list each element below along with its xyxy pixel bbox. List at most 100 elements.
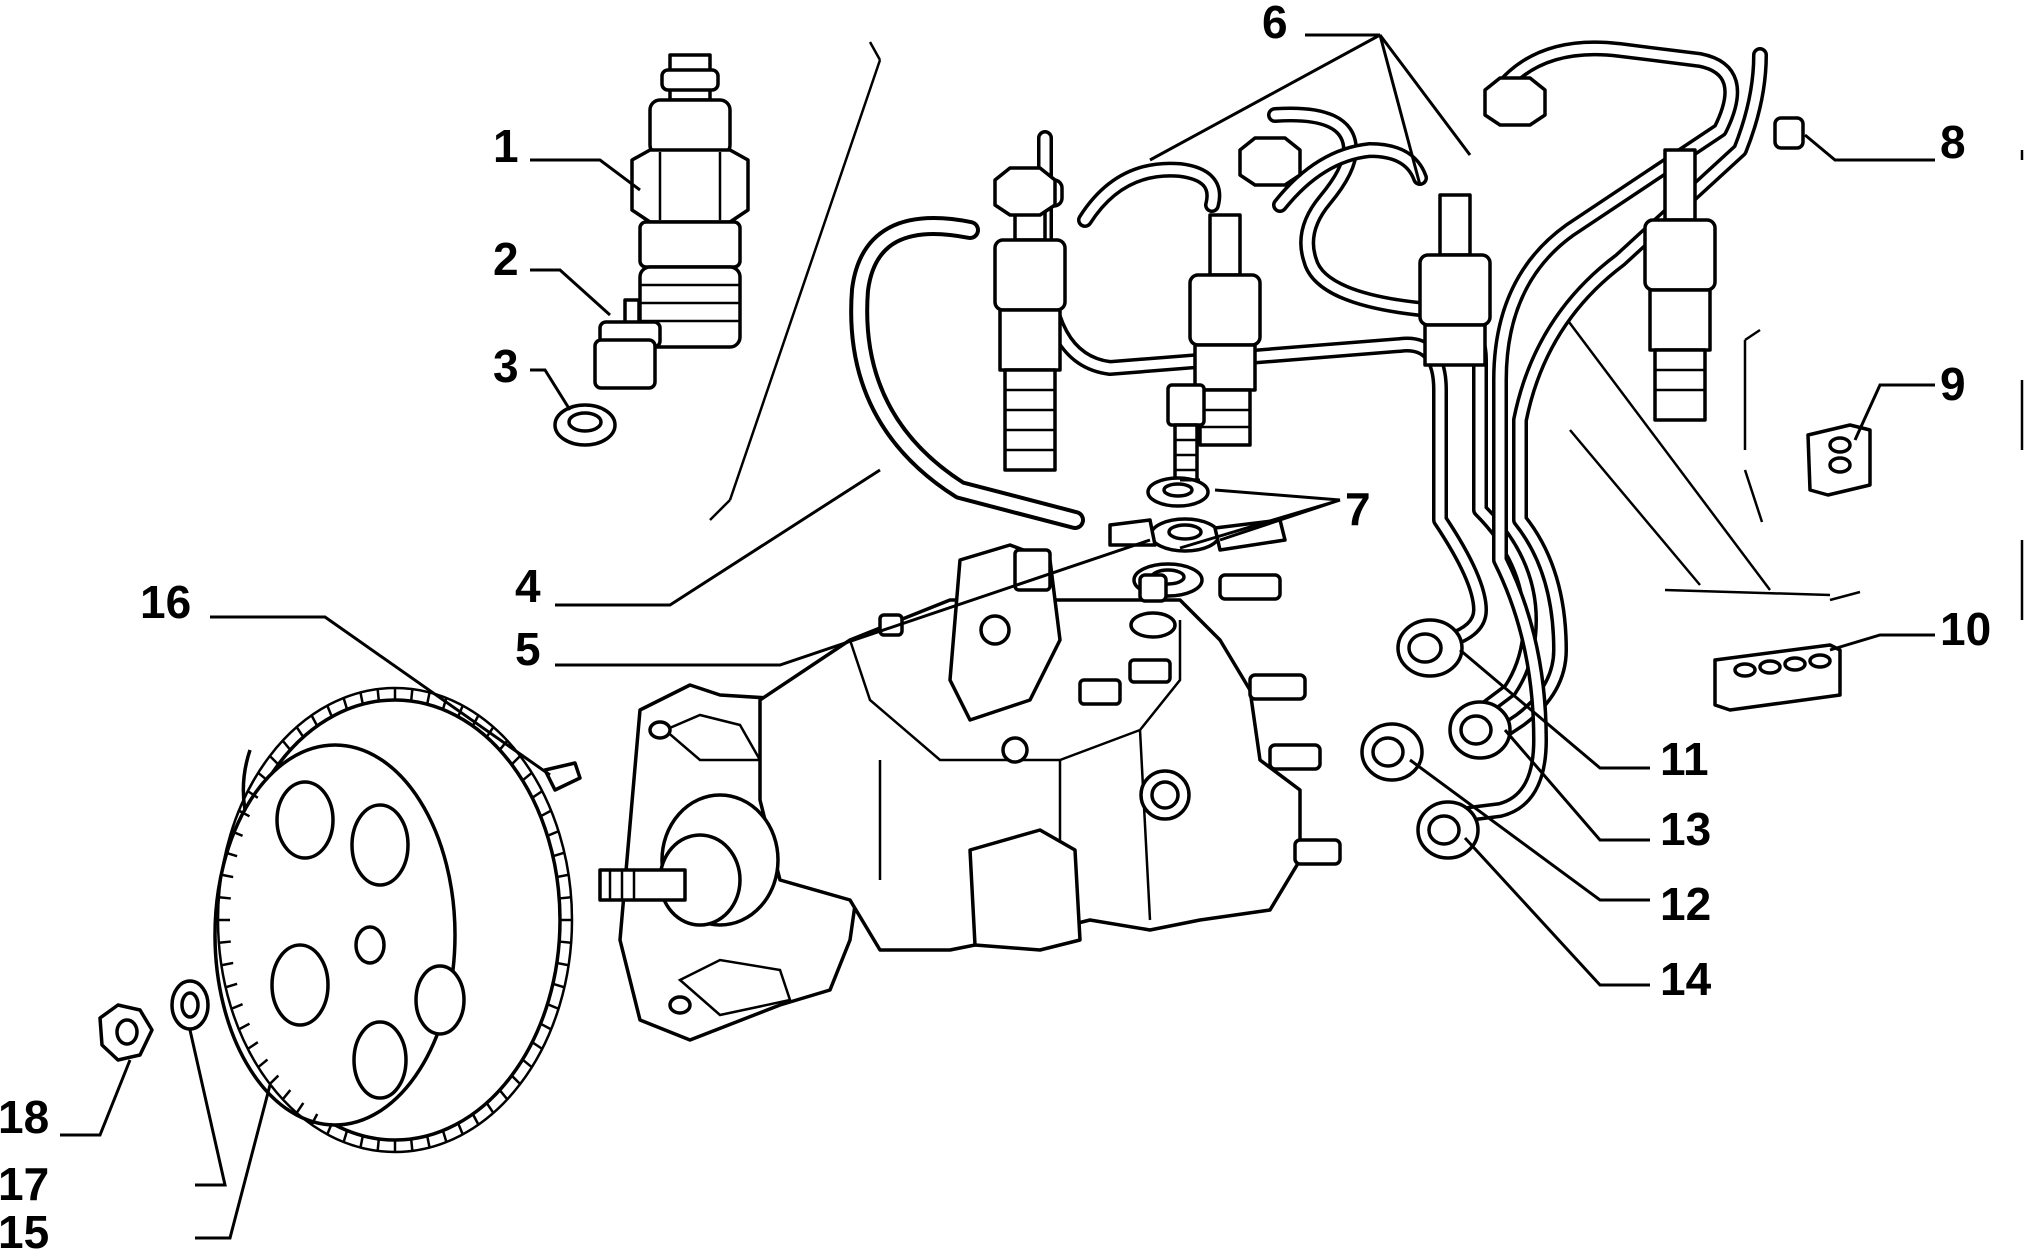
callout-2: 2 [493, 233, 519, 285]
spring-washer-part [170, 979, 210, 1031]
callout-7: 7 [1345, 483, 1371, 535]
callout-13: 13 [1660, 803, 1711, 855]
callout-15: 15 [0, 1206, 49, 1253]
gear-tooth [456, 1122, 464, 1135]
gear-tooth [342, 1130, 349, 1143]
union-nut-13 [1448, 700, 1512, 760]
leak-off-hose [849, 216, 1085, 530]
callout-12: 12 [1660, 878, 1711, 930]
injector-assembly-part [630, 53, 750, 349]
gear-tooth [218, 940, 231, 944]
gear-tooth [498, 1089, 509, 1101]
drive-pulley-part [213, 686, 574, 1154]
gear-tooth [230, 830, 244, 837]
gear-tooth [257, 1058, 269, 1069]
callout-6: 6 [1262, 0, 1288, 48]
clamp-part [1806, 423, 1872, 497]
callout-10: 10 [1940, 603, 1991, 655]
gear-tooth [546, 830, 560, 837]
gear-tooth [556, 961, 569, 967]
callout-3: 3 [493, 340, 519, 392]
gear-tooth [539, 809, 552, 818]
engine-outline-lines [709, 41, 2024, 620]
gear-tooth [539, 1022, 552, 1031]
gear-tooth [485, 1102, 495, 1114]
gear-tooth [559, 940, 572, 944]
gear-tooth [559, 896, 572, 900]
gear-tooth [531, 790, 543, 799]
gear-tooth [359, 1135, 365, 1148]
gear-tooth [521, 771, 533, 782]
banjo-bolt-washers [1108, 383, 1287, 598]
gear-tooth [225, 982, 238, 989]
gear-tooth [218, 896, 231, 900]
gear-tooth [247, 1041, 259, 1050]
callout-14: 14 [1660, 953, 1712, 1005]
gear-tooth [221, 873, 234, 879]
gear-tooth [268, 755, 280, 766]
union-nut-14 [1416, 800, 1480, 860]
gear-tooth [281, 1089, 292, 1101]
gear-tooth [359, 692, 365, 705]
gear-tooth [376, 1138, 381, 1152]
injector-d [1643, 148, 1717, 422]
gear-tooth [295, 1102, 305, 1114]
gear-tooth [441, 1130, 448, 1143]
gear-tooth [409, 688, 414, 702]
callout-1: 1 [493, 120, 519, 172]
pipe-clip-part [1713, 643, 1842, 712]
gear-tooth [247, 790, 259, 799]
gear-tooth [471, 714, 480, 727]
gear-tooth [238, 1022, 251, 1031]
callout-16: 16 [140, 576, 191, 628]
union-nut-11 [1396, 618, 1464, 678]
gear-tooth [471, 1113, 480, 1126]
injector-b [1188, 213, 1262, 447]
injection-pump [598, 543, 1342, 1042]
union-nut-12 [1360, 722, 1424, 782]
injection-pipes [1037, 40, 1768, 823]
callout-17: 17 [0, 1158, 49, 1210]
gear-tooth [310, 714, 319, 727]
gear-tooth [295, 726, 305, 738]
gear-tooth [281, 739, 292, 751]
nut-part [98, 1003, 154, 1062]
gear-tooth [425, 1135, 431, 1148]
gear-tooth [310, 1113, 319, 1126]
injector-a [993, 178, 1067, 472]
callout-9: 9 [1940, 358, 1966, 410]
injector-c [1418, 193, 1492, 367]
gear-tooth [498, 739, 509, 751]
gear-tooth [510, 1074, 522, 1085]
gear-tooth [531, 1041, 543, 1050]
cap-part [1773, 116, 1805, 150]
gear-tooth [268, 1074, 280, 1085]
gear-tooth [326, 705, 334, 718]
gear-tooth [441, 697, 448, 710]
callout-11: 11 [1660, 733, 1709, 785]
woodruff-key-part [543, 761, 582, 792]
gear-tooth [225, 851, 238, 858]
injector-row [993, 76, 1717, 472]
gear-tooth [556, 873, 569, 879]
washer-part [553, 403, 617, 447]
gear-tooth [221, 961, 234, 967]
gear-rim [216, 686, 574, 1154]
gear-tooth [230, 1003, 244, 1010]
gear-tooth [425, 692, 431, 705]
nozzle-part [593, 298, 662, 390]
callout-8: 8 [1940, 116, 1966, 168]
gear-tooth [552, 982, 565, 989]
gear-tooth [521, 1058, 533, 1069]
gear-tooth [409, 1138, 414, 1152]
callout-18: 18 [0, 1091, 49, 1143]
callout-5: 5 [515, 623, 541, 675]
gear-tooth [257, 771, 269, 782]
gear-tooth [552, 851, 565, 858]
gear-tooth [546, 1003, 560, 1010]
gear-tooth [510, 755, 522, 766]
leader-lines [60, 33, 1935, 1240]
callout-4: 4 [515, 560, 541, 612]
gear-tooth [342, 697, 349, 710]
